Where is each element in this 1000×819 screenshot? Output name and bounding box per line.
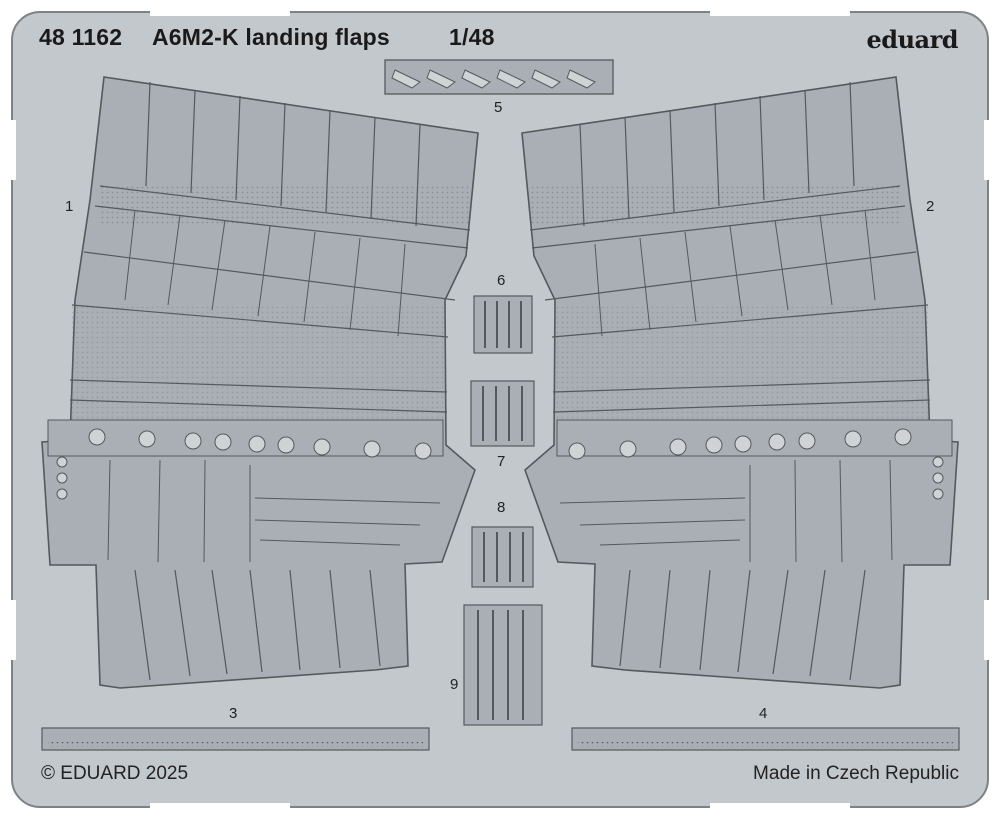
part-1-left-flap bbox=[41, 76, 479, 689]
part-9-rod-set bbox=[463, 604, 543, 726]
catalog-number: 48 1162 bbox=[39, 24, 123, 50]
part-label-2: 2 bbox=[926, 198, 935, 215]
part-3-strip bbox=[41, 727, 430, 751]
part-label-8: 8 bbox=[497, 499, 506, 516]
part-4-strip bbox=[571, 727, 960, 751]
part-label-7: 7 bbox=[497, 453, 506, 470]
copyright-text: © EDUARD 2025 bbox=[41, 763, 189, 784]
brand-logo: eduard bbox=[866, 25, 959, 54]
part-label-1: 1 bbox=[65, 198, 74, 215]
part-label-5: 5 bbox=[494, 99, 503, 116]
part-label-4: 4 bbox=[759, 705, 768, 722]
part-label-9: 9 bbox=[450, 676, 459, 693]
part-2-right-flap bbox=[521, 76, 959, 689]
part-label-3: 3 bbox=[229, 705, 238, 722]
part-8-rod-set bbox=[471, 526, 534, 588]
part-7-rod-set bbox=[470, 380, 535, 447]
part-6-rod-set bbox=[473, 295, 533, 354]
origin-text: Made in Czech Republic bbox=[753, 763, 959, 784]
part-5-hinge-strip bbox=[384, 59, 614, 95]
fret-tabs bbox=[10, 10, 990, 809]
scale-label: 1/48 bbox=[449, 24, 495, 50]
kit-title: A6M2-K landing flaps bbox=[152, 24, 390, 50]
part-label-6: 6 bbox=[497, 272, 506, 289]
